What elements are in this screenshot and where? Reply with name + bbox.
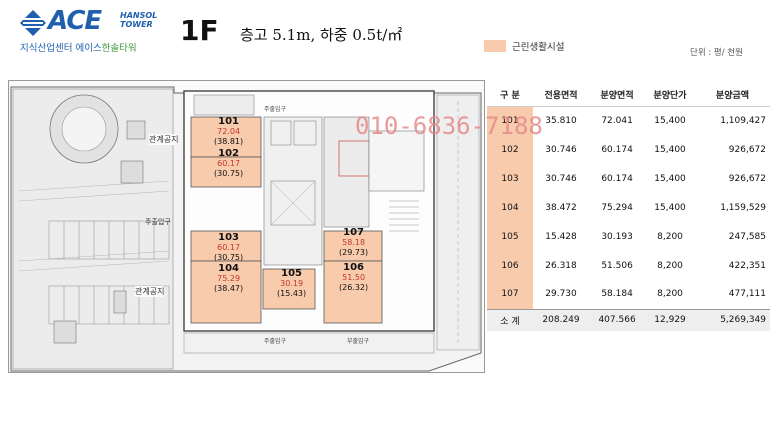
table-cell: 60.174: [601, 173, 633, 184]
plan-unit-101: 101 72.04 (38.81): [214, 116, 244, 147]
floor-plan: 관계공지 관계공지 주출입구 주출입구 주출입구 부출입구 101 72.04 …: [8, 80, 485, 373]
table-cell: 103: [487, 164, 533, 193]
table-cell: 8,200: [657, 231, 683, 242]
table-cell: 15,400: [654, 202, 686, 213]
sales-table: 구 분 전용면적 분양면적 분양단가 분양금액 101 35.810 72.04…: [487, 84, 770, 331]
table-cell: 102: [487, 135, 533, 164]
floor-spec: 층고 5.1m, 하중 0.5t/㎡: [240, 26, 403, 44]
table-cell: 1,159,529: [720, 202, 766, 213]
table-cell: 107: [487, 280, 533, 309]
table-cell: 407.566: [589, 308, 646, 331]
table-cell: 30.746: [545, 144, 577, 155]
plan-unit-103: 103 60.17 (30.75): [214, 232, 244, 263]
table-cell: 5,269,349: [694, 308, 770, 331]
plan-unit-107: 107 58.18 (29.73): [339, 227, 369, 258]
floor-title: 1F: [180, 14, 219, 47]
table-cell: 26.318: [545, 260, 577, 271]
table-cell: 15,400: [654, 115, 686, 126]
table-cell: 72.041: [601, 115, 633, 126]
table-cell: 60.174: [601, 144, 633, 155]
table-row: 105 15.428 30.193 8,200 247,585: [487, 222, 770, 251]
logo-hansol-tower: HANSOL TOWER: [120, 11, 158, 29]
table-cell: 926,672: [728, 173, 766, 184]
table-row: 102 30.746 60.174 15,400 926,672: [487, 135, 770, 164]
legend-label: 근린생활시설: [512, 42, 565, 53]
brand-logo: ACE HANSOL TOWER 지식산업센터 에이스한솔타워: [20, 6, 170, 54]
ace-diamond-icon: [20, 10, 46, 36]
logo-text: ACE: [48, 6, 102, 36]
table-cell: 1,109,427: [720, 115, 766, 126]
table-cell: 75.294: [601, 202, 633, 213]
table-row: 101 35.810 72.041 15,400 1,109,427: [487, 106, 770, 135]
table-cell: 소 계: [487, 308, 533, 331]
table-header: 분양단가: [645, 84, 695, 107]
table-cell: 105: [487, 222, 533, 251]
table-cell: 8,200: [657, 289, 683, 300]
table-cell: 15,400: [654, 173, 686, 184]
plan-label-garden-top: 관계공지: [149, 134, 179, 145]
table-cell: 477,111: [728, 289, 766, 300]
table-cell: 8,200: [657, 260, 683, 271]
table-cell: 926,672: [728, 144, 766, 155]
unit-note: 단위 : 평/ 천원: [690, 48, 743, 58]
table-header: 분양면적: [589, 84, 646, 107]
table-row: 103 30.746 60.174 15,400 926,672: [487, 164, 770, 193]
table-cell: 106: [487, 251, 533, 280]
plan-unit-102: 102 60.17 (30.75): [214, 148, 244, 179]
table-cell: 104: [487, 193, 533, 222]
table-row: 107 29.730 58.184 8,200 477,111: [487, 280, 770, 309]
logo-subtitle: 지식산업센터 에이스한솔타워: [20, 43, 137, 54]
plan-unit-106: 106 51.50 (26.32): [339, 262, 369, 293]
table-cell: 35.810: [545, 115, 577, 126]
plan-label-parking-entry: 주출입구: [145, 218, 171, 226]
floor-plan-drawing: [10, 86, 482, 372]
table-cell: 101: [487, 106, 533, 135]
table-cell: 422,351: [728, 260, 766, 271]
table-cell: 51.506: [601, 260, 633, 271]
plan-label-side-entry: 부출입구: [347, 338, 370, 345]
table-cell: 208.249: [533, 308, 590, 331]
table-cell: 247,585: [728, 231, 766, 242]
table-cell: 30.193: [601, 231, 633, 242]
plan-label-garden-bottom: 관계공지: [135, 286, 165, 297]
plan-unit-105: 105 30.19 (15.43): [277, 268, 307, 299]
table-header: 구 분: [487, 84, 533, 107]
table-cell: 30.746: [545, 173, 577, 184]
plan-unit-104: 104 75.29 (38.47): [214, 263, 244, 294]
legend-swatch: [484, 40, 506, 52]
phone-watermark: 010-6836-7188: [355, 112, 543, 140]
table-cell: 38.472: [545, 202, 577, 213]
table-cell: 29.730: [545, 289, 577, 300]
plan-label-main-entry-top: 주출입구: [264, 106, 287, 113]
table-header: 전용면적: [533, 84, 590, 107]
table-cell: 12,929: [645, 308, 695, 331]
table-header-row: 구 분 전용면적 분양면적 분양단가 분양금액: [487, 84, 770, 107]
plan-label-main-entry-bottom: 주출입구: [264, 338, 287, 345]
table-cell: 58.184: [601, 289, 633, 300]
table-row: 104 38.472 75.294 15,400 1,159,529: [487, 193, 770, 222]
table-cell: 15.428: [545, 231, 577, 242]
table-row: 106 26.318 51.506 8,200 422,351: [487, 251, 770, 280]
table-total-row: 소 계 208.249 407.566 12,929 5,269,349: [487, 308, 770, 331]
table-cell: 15,400: [654, 144, 686, 155]
table-header: 분양금액: [694, 84, 770, 107]
